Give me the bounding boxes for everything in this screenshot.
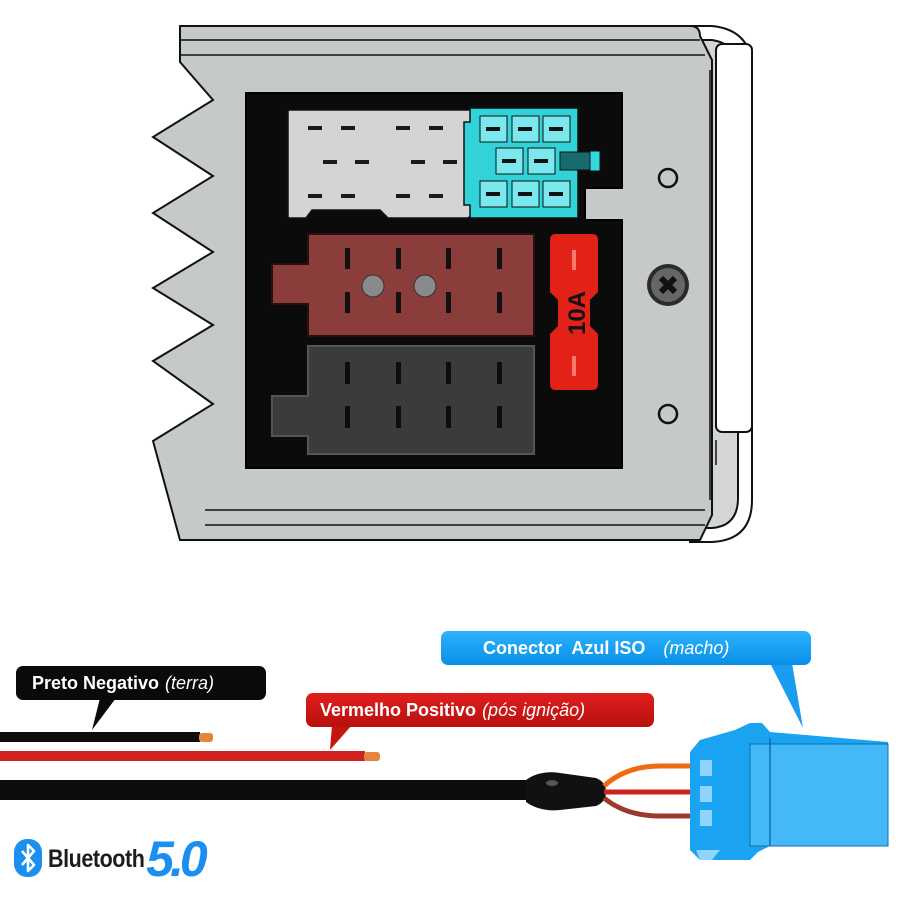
fuse-rating: 10A <box>564 291 591 335</box>
pointer-blue <box>770 663 803 728</box>
bluetooth-icon <box>14 839 42 877</box>
brown-iso-connector <box>271 233 535 337</box>
label-red-wire-name: Vermelho Positivo <box>320 700 477 720</box>
label-red-wire-note: (pós ignição) <box>482 700 586 720</box>
label-black-wire: Preto Negativo(terra) <box>16 666 266 700</box>
label-black-wire-note: (terra) <box>165 673 215 693</box>
bluetooth-logo: Bluetooth 5.0 <box>14 831 208 887</box>
screw-icon <box>647 264 689 306</box>
mount-hole-bottom <box>657 403 679 425</box>
black-iso-connector <box>271 345 535 455</box>
cyan-connector <box>463 107 601 219</box>
pointer-black <box>92 698 116 730</box>
bluetooth-version: 5.0 <box>146 831 207 887</box>
fuse: 10A <box>550 234 598 390</box>
blue-iso-connector <box>690 723 889 860</box>
bluetooth-wordmark: Bluetooth <box>48 844 145 873</box>
label-blue-connector-note: (macho) <box>663 638 730 658</box>
pointer-red <box>330 725 352 750</box>
mini-iso-connector <box>287 109 479 219</box>
label-black-wire-name: Preto Negativo <box>32 673 160 693</box>
wires <box>0 732 706 819</box>
label-red-wire: Vermelho Positivo(pós ignição) <box>306 693 654 727</box>
label-blue-connector: Conector Azul ISO (macho) <box>441 631 811 665</box>
housing-latch <box>715 43 753 433</box>
label-blue-connector-name: Conector Azul ISO <box>483 638 646 658</box>
mount-hole-top <box>657 167 679 189</box>
